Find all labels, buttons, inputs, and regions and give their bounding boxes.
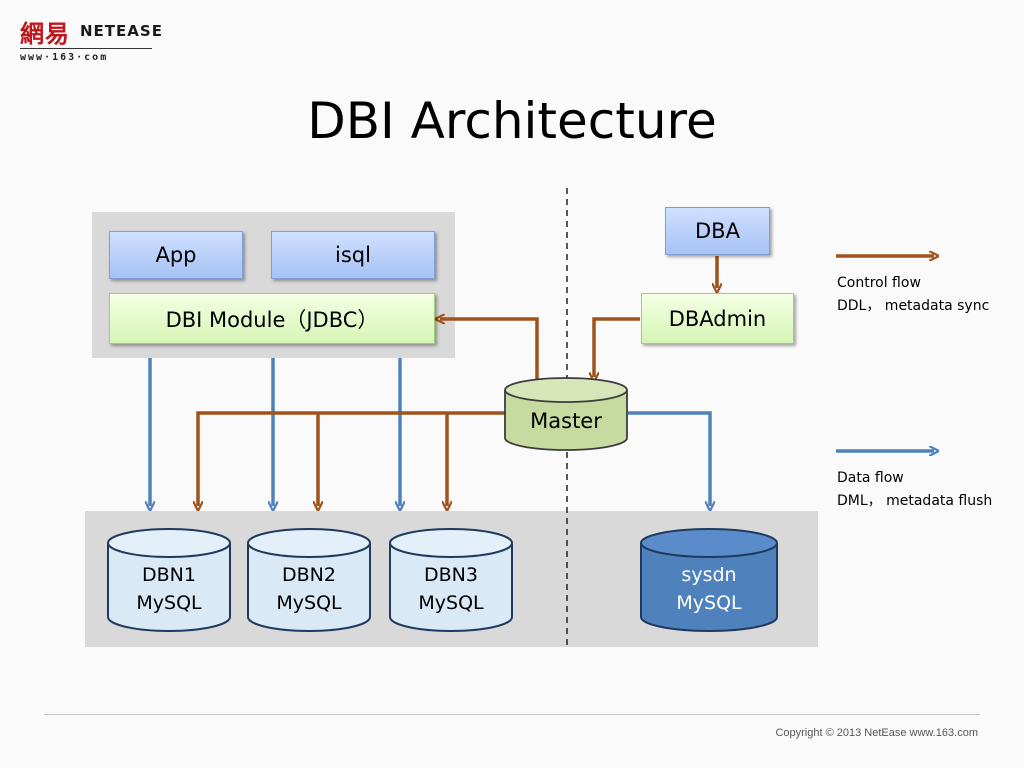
master-label-wrap: Master xyxy=(505,404,627,438)
legend-control-title: Control flow xyxy=(837,275,921,291)
logo-divider xyxy=(20,48,152,49)
dba-box: DBA xyxy=(665,207,770,255)
dbadmin-label: DBAdmin xyxy=(668,306,767,331)
legend-data-title: Data flow xyxy=(837,470,904,486)
dbn1-cylinder xyxy=(107,528,231,632)
legend-control-desc: DDL， metadata sync xyxy=(837,298,990,314)
isql-label: isql xyxy=(335,243,371,267)
legend-data-desc: DML， metadata flush xyxy=(837,493,993,509)
dbn2-cylinder xyxy=(247,528,371,632)
control-flow-master-bus xyxy=(198,411,508,506)
dbn3-label: DBN3 MySQL xyxy=(390,561,512,617)
dbn1-engine: MySQL xyxy=(136,592,202,614)
logo-url-text: www·163·com xyxy=(20,52,109,63)
sysdn-label: sysdn MySQL xyxy=(641,561,777,617)
dbn1-label: DBN1 MySQL xyxy=(108,561,230,617)
dbn2-engine: MySQL xyxy=(276,592,342,614)
dbi-module-label: DBI Module（JDBC） xyxy=(165,307,379,332)
sysdn-engine: MySQL xyxy=(676,592,742,614)
dba-label: DBA xyxy=(695,219,740,243)
app-box: App xyxy=(109,231,243,279)
dbn3-engine: MySQL xyxy=(418,592,484,614)
sysdn-name: sysdn xyxy=(681,564,737,586)
dbn2-name: DBN2 xyxy=(282,564,336,586)
dbn1-name: DBN1 xyxy=(142,564,196,586)
footer-divider xyxy=(44,714,980,715)
app-label: App xyxy=(155,243,197,267)
logo-brand-text: NETEASE xyxy=(80,22,163,40)
copyright-text: Copyright © 2013 NetEase www.163.com xyxy=(775,727,978,739)
sysdn-cylinder xyxy=(640,528,778,632)
dbn2-label: DBN2 MySQL xyxy=(248,561,370,617)
dbn3-cylinder xyxy=(389,528,513,632)
data-flow-arrow-sysdn xyxy=(628,411,710,506)
dbi-module-box: DBI Module（JDBC） xyxy=(109,293,435,344)
dbadmin-box: DBAdmin xyxy=(641,293,794,344)
master-cylinder xyxy=(504,377,628,451)
netease-logo: 網易 NETEASE www·163·com xyxy=(20,14,163,63)
dbn3-name: DBN3 xyxy=(424,564,478,586)
control-flow-arrow-dbi xyxy=(440,319,539,383)
logo-chinese-text: 網易 xyxy=(20,19,70,48)
master-label: Master xyxy=(530,409,602,433)
isql-box: isql xyxy=(271,231,435,279)
page-title: DBI Architecture xyxy=(307,92,717,150)
control-flow-arrow-master xyxy=(594,317,640,377)
